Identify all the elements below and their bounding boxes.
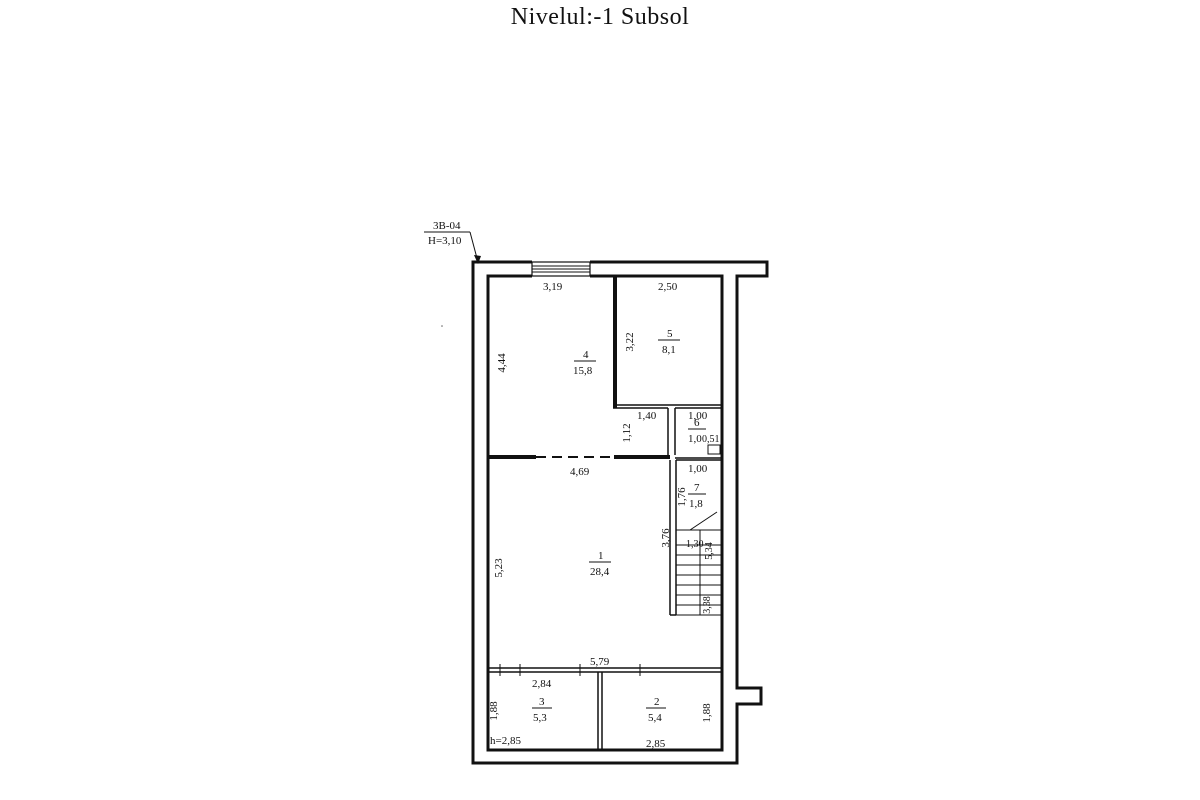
dim-room3-ceiling: h=2,85 (490, 735, 521, 747)
dim-room5-height: 3,22 (624, 332, 636, 351)
marker-height: H=3,10 (428, 235, 462, 247)
room-1-number: 1 (598, 550, 604, 562)
dim-room4-height: 4,44 (496, 353, 508, 373)
dim-stair-lower: 3,38 (702, 596, 713, 614)
room-6-number: 6 (694, 417, 700, 429)
dim-stair-height: 5,34 (704, 542, 715, 560)
room-labels: 4 15,8 5 8,1 6 1,0 7 1,8 1 28,4 3 5,3 2 … (532, 328, 706, 724)
outer-walls (471, 260, 769, 765)
dim-stair-width: 1,30 (686, 539, 704, 550)
dim-room2-height: 1,88 (701, 703, 713, 723)
dim-room3-width: 2,84 (532, 678, 552, 690)
dim-corridor-width: 1,40 (637, 410, 657, 422)
room-7-number: 7 (694, 482, 700, 494)
dim-room1-right-height: 3,76 (660, 528, 672, 548)
dim-room2-width: 2,85 (646, 738, 666, 750)
room-3-area: 5,3 (533, 712, 547, 724)
interior-walls (488, 276, 722, 750)
room-7-area: 1,8 (689, 498, 703, 510)
room-5-area: 8,1 (662, 344, 676, 356)
scan-speck (441, 325, 443, 327)
level-marker: 3B-04 H=3,10 (424, 220, 481, 264)
dim-room1-bottom-width: 5,79 (590, 656, 610, 668)
room-2-area: 5,4 (648, 712, 662, 724)
dim-room5-width: 2,50 (658, 281, 678, 293)
room-1-area: 28,4 (590, 566, 610, 578)
dim-room3-height: 1,88 (488, 701, 500, 721)
room-3-number: 3 (539, 696, 545, 708)
dim-room6-width: 1,00 (688, 410, 708, 422)
dim-room1-left-height: 5,23 (493, 558, 505, 578)
marker-arrow-icon (474, 255, 481, 264)
dimension-labels: 3,19 4,44 2,50 3,22 1,40 1,12 1,00 0,51 … (488, 281, 720, 750)
dim-room7-height: 1,76 (676, 487, 688, 507)
drawing-title: Nivelul:-1 Subsol (510, 4, 690, 30)
room-4-number: 4 (583, 349, 589, 361)
dim-room7-width: 1,00 (688, 463, 708, 475)
room-2-number: 2 (654, 696, 660, 708)
marker-code: 3B-04 (433, 220, 461, 232)
dim-room4-width: 3,19 (543, 281, 563, 293)
dim-room1-top-width: 4,69 (570, 466, 590, 478)
dim-room6-small: 0,51 (702, 434, 720, 445)
staircase (676, 511, 722, 616)
room-5-number: 5 (667, 328, 673, 340)
room-6-area: 1,0 (688, 433, 702, 445)
dim-corridor-height: 1,12 (621, 423, 633, 442)
room-4-area: 15,8 (573, 365, 593, 377)
